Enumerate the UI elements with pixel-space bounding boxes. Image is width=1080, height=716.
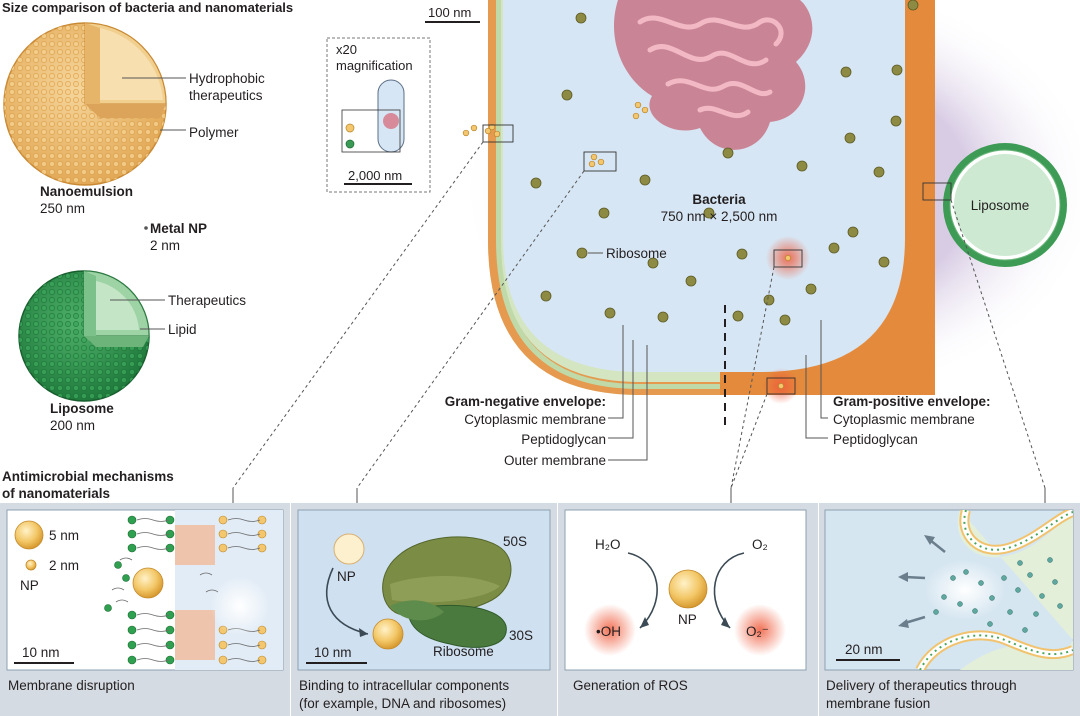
ribosome-label: Ribosome [606,246,667,261]
p4-caption-2: membrane fusion [826,696,930,711]
legend-np-5nm-circle [14,520,44,550]
envelope-leaders [608,320,828,461]
p3-o2minus-glow [734,604,786,656]
p3-caption: Generation of ROS [573,678,688,693]
p3-o2minus: O₂⁻ [746,624,769,639]
panel-ros [558,503,818,716]
mechanisms-title-2: of nanomaterials [2,486,110,501]
panel-connector-stubs [232,488,1046,503]
np-clusters [462,101,649,168]
ros-box-1 [773,249,803,268]
ros-np-1 [785,255,791,261]
p2-np-bound [372,618,404,650]
ribosome-dots [530,0,919,326]
p3-arrow-left [627,552,658,629]
liposome-sphere [18,270,150,402]
label-polymer: Polymer [189,125,239,140]
label-hydrophobic-2: therapeutics [189,88,263,103]
p1-scale-label: 10 nm [22,645,60,660]
p1-caption: Membrane disruption [8,678,135,693]
bacteria-dims: 750 nm × 2,500 nm [661,209,778,224]
metal-np-dot [144,226,148,230]
legend-np-2nm-circle [25,559,37,571]
p2-scale-label: 10 nm [314,645,352,660]
p2-caption-2: (for example, DNA and ribosomes) [299,696,506,711]
p3-oh: •OH [596,624,621,639]
magnification-inset [326,37,431,193]
panel-membrane-disruption [0,503,290,716]
p2-np-free [333,533,365,565]
bacteria-name: Bacteria [692,192,746,207]
p1-legend-2nm: 2 nm [49,558,79,573]
gram-negative-item-3: Outer membrane [504,453,606,468]
panel-connectors [232,141,1046,489]
gram-positive-title: Gram-positive envelope: [833,394,991,409]
gram-positive-item-1: Cytoplasmic membrane [833,412,975,427]
p1-legend-5nm: 5 nm [49,528,79,543]
inset-scale-label: 2,000 nm [348,168,402,183]
p4-scale-label: 20 nm [845,642,883,657]
inset-magnification-2: magnification [336,58,413,73]
nanoemulsion-name: Nanoemulsion [40,184,133,199]
gram-positive-item-2: Peptidoglycan [833,432,918,447]
p3-oh-glow [584,604,636,656]
panel-fusion [819,503,1080,716]
p3-o2: O₂ [752,537,768,552]
p2-binding-arrow [325,567,369,635]
np-box-binding [583,151,617,172]
liposome-name: Liposome [50,401,114,416]
nanoemulsion-size: 250 nm [40,201,85,216]
p2-30s-label: 30S [509,628,533,643]
p2-50s-label: 50S [503,534,527,549]
panel-binding [291,503,557,716]
mechanisms-title-1: Antimicrobial mechanisms [2,469,174,484]
p3-np [668,569,708,609]
ros-box-2 [766,377,796,395]
ros-np-2 [778,383,784,389]
gram-negative-item-1: Cytoplasmic membrane [464,412,606,427]
p3-arrow-right [713,552,745,629]
p3-h2o: H₂O [595,537,621,552]
scale-100nm-label: 100 nm [428,5,471,20]
liposome-large [943,143,1067,267]
np-box-membrane [482,124,514,143]
label-therapeutics: Therapeutics [168,293,246,308]
p2-ribosome-label: Ribosome [433,644,494,659]
gram-negative-item-2: Peptidoglycan [521,432,606,447]
p1-legend-np: NP [20,578,39,593]
label-lipid: Lipid [168,322,197,337]
size-comparison-title: Size comparison of bacteria and nanomate… [2,0,293,15]
p2-np-label: NP [337,569,356,584]
liposome-size: 200 nm [50,418,95,433]
bacterium [460,0,1080,405]
p2-ribosome [382,536,512,648]
gram-negative-title: Gram-negative envelope: [445,394,606,409]
p2-caption-1: Binding to intracellular components [299,678,509,693]
liposome-large-label: Liposome [971,198,1030,213]
liposome-fusion-box [922,182,952,201]
metal-np-name: Metal NP [150,221,207,236]
metal-np-size: 2 nm [150,238,180,253]
nanoemulsion-sphere [3,22,167,186]
p4-release-arrows [898,535,946,628]
inset-magnification-1: x20 [336,42,357,57]
p4-caption-1: Delivery of therapeutics through [826,678,1017,693]
label-hydrophobic-1: Hydrophobic [189,71,265,86]
p3-np-label: NP [678,612,697,627]
